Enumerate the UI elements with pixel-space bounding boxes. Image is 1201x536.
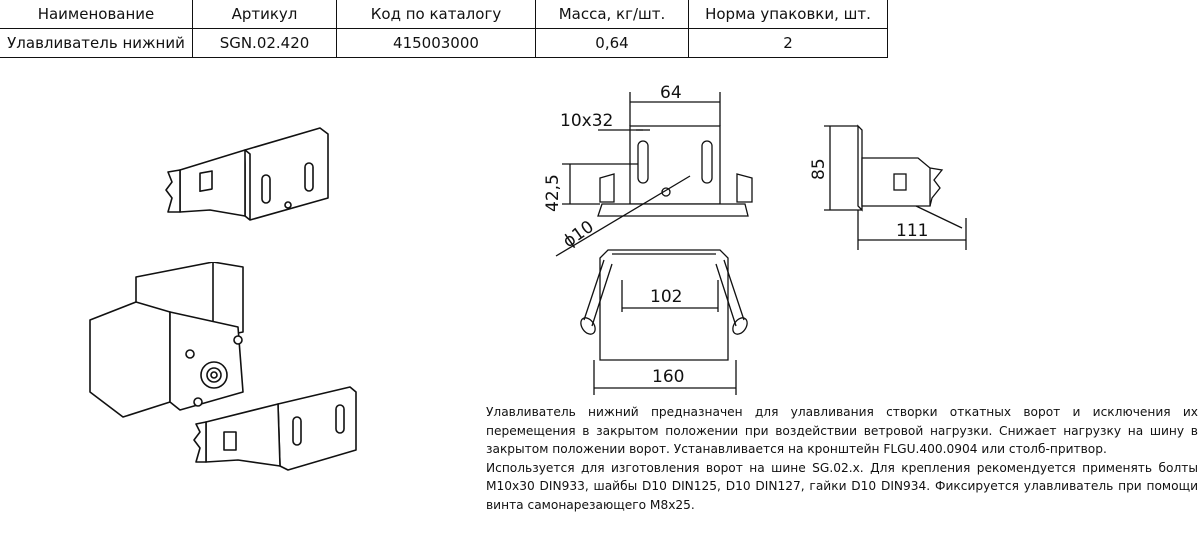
dimension-85: 85 [809,158,829,180]
front-view-drawing: 64 10x32 42,5 ϕ10 [543,84,753,257]
header-pack-norm: Норма упаковки, шт. [688,0,888,29]
top-view-drawing: 102 160 [580,249,748,395]
description-paragraph-1: Улавливатель нижний предназначен для ула… [486,405,1198,456]
cell-name: Улавливатель нижний [0,28,193,58]
isometric-view-catcher [165,127,329,221]
cell-pack-norm: 2 [688,28,888,58]
dimension-10x32: 10x32 [560,111,613,131]
dimension-160: 160 [652,367,684,387]
dimension-64: 64 [660,84,682,103]
dimension-102: 102 [650,287,682,307]
isometric-view-mounted [89,262,357,471]
header-mass: Масса, кг/шт. [535,0,689,29]
cell-mass: 0,64 [535,28,689,58]
header-name: Наименование [0,0,193,29]
dimension-42-5: 42,5 [543,174,563,212]
cell-catalog-code: 415003000 [336,28,536,58]
spec-table-header-row: Наименование Артикул Код по каталогу Мас… [0,0,888,29]
description-paragraph-2: Используется для изготовления ворот на ш… [486,460,1198,512]
side-view-drawing: 85 111 [809,124,967,250]
dimension-111: 111 [896,221,928,241]
product-description: Улавливатель нижний предназначен для ула… [486,403,1198,514]
header-article: Артикул [192,0,337,29]
table-row: Улавливатель нижний SGN.02.420 415003000… [0,28,888,58]
spec-table: Наименование Артикул Код по каталогу Мас… [0,0,888,58]
cell-article: SGN.02.420 [192,28,337,58]
header-catalog-code: Код по каталогу [336,0,536,29]
